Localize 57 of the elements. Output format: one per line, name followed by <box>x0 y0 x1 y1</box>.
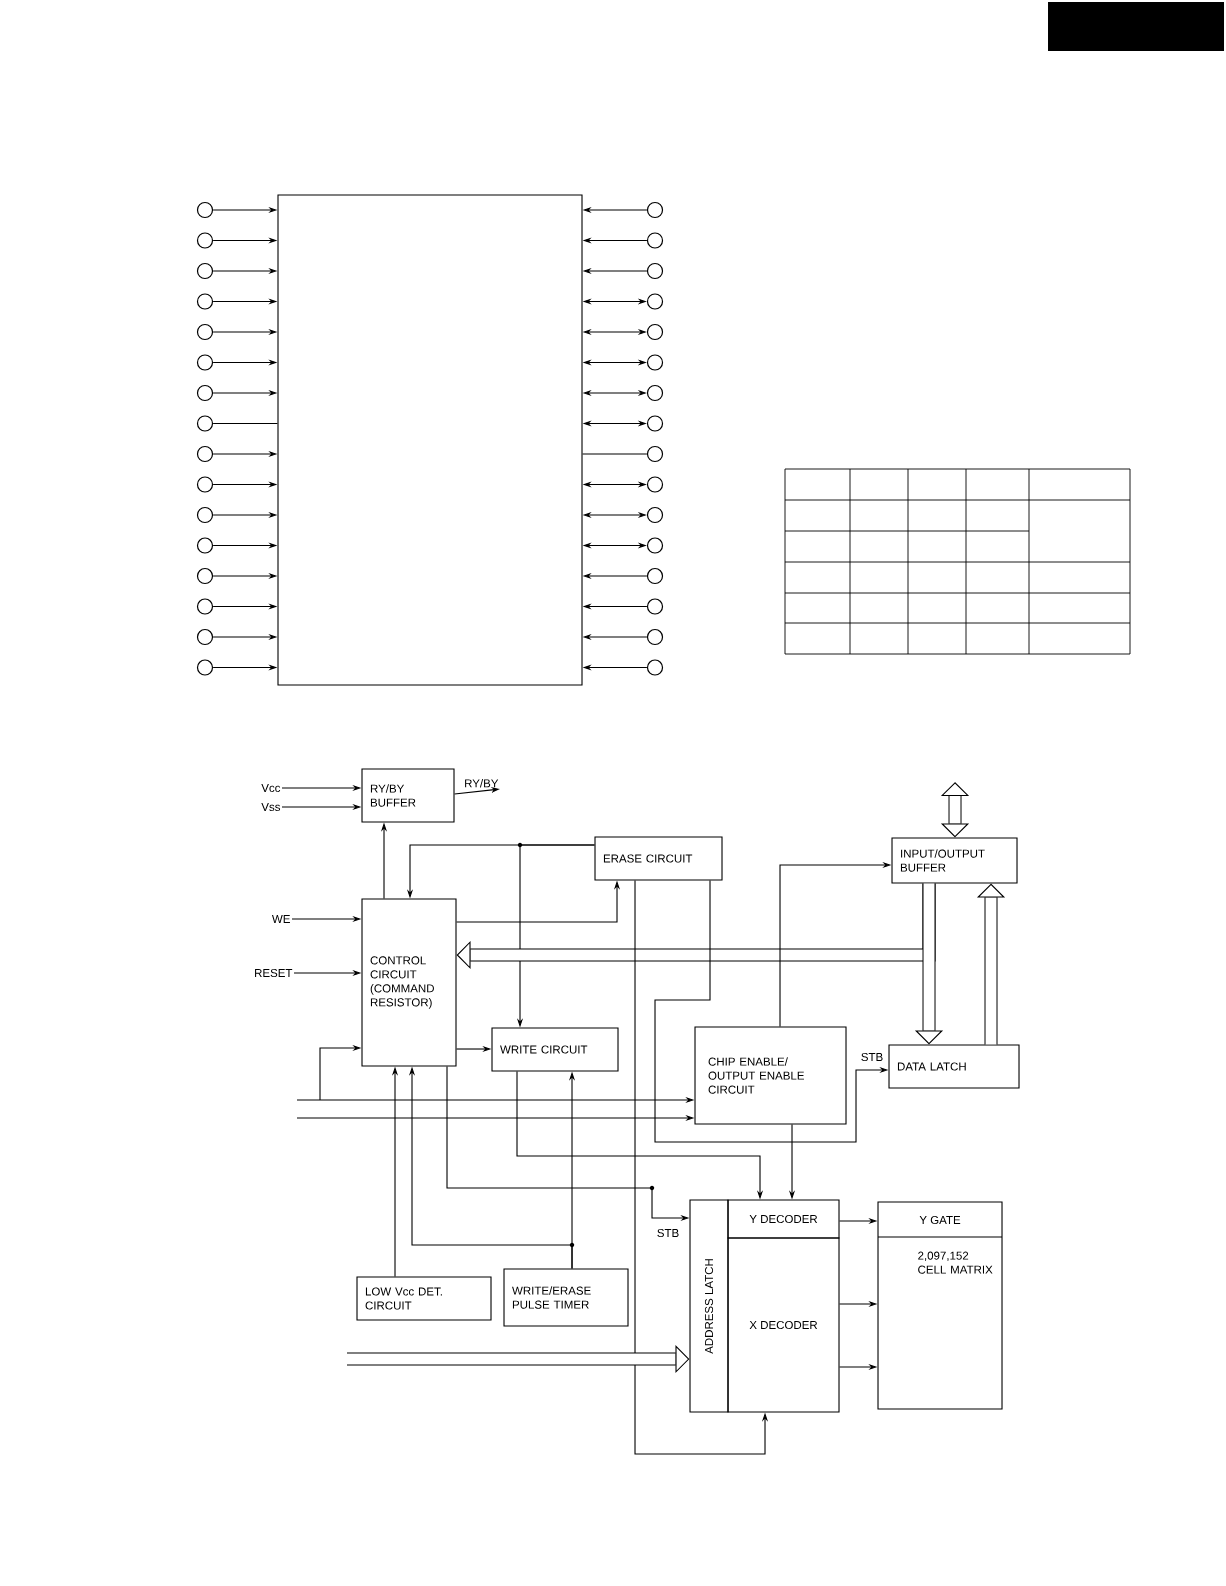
pin-circle <box>196 293 214 310</box>
bus-arrow <box>940 782 970 838</box>
circuit-box: CONTROL CIRCUIT (COMMAND RESISTOR) <box>361 898 457 1067</box>
pin-circle <box>196 567 214 585</box>
edge-label: STB <box>655 1227 681 1239</box>
signal-label: Vss <box>261 803 281 811</box>
latch-box: DATA LATCH <box>888 1044 1020 1089</box>
pin-circle <box>646 354 664 371</box>
latch-box: ADDRESS LATCH <box>689 1199 729 1413</box>
pin-circle <box>646 262 664 280</box>
signal-label: WE <box>272 915 290 923</box>
signal-label: RY/BY <box>465 779 499 788</box>
pin-circle <box>646 201 664 219</box>
decoder-box: Y DECODER <box>727 1199 840 1239</box>
pin-circle <box>646 445 664 463</box>
pin-circle <box>646 384 664 402</box>
signal-label: Vcc <box>261 784 281 792</box>
pin-circle <box>646 323 664 341</box>
pin-circle <box>196 232 214 249</box>
pin-circle <box>646 537 664 554</box>
pin-circle <box>196 445 214 463</box>
pin-circle <box>646 628 664 646</box>
pin-circle <box>196 415 214 432</box>
pin-circle <box>196 537 214 554</box>
pin-circle <box>196 354 214 371</box>
header-text: Y GATE <box>919 1215 961 1225</box>
pin-circle <box>196 628 214 646</box>
pin-circle <box>196 323 214 341</box>
timer-box: WRITE/ERASE PULSE TIMER <box>503 1268 629 1327</box>
chip-outline-box <box>277 194 583 686</box>
pin-circle <box>196 476 214 493</box>
pin-circle <box>646 293 664 310</box>
buffer-box: INPUT/OUTPUT BUFFER <box>891 837 1018 884</box>
pin-circle <box>646 506 664 524</box>
pin-circle <box>196 262 214 280</box>
pin-circle <box>196 506 214 524</box>
pin-circle <box>196 201 214 219</box>
connector-line <box>582 453 648 455</box>
pin-circle <box>196 659 214 676</box>
circuit-box: CHIP ENABLE/ OUTPUT ENABLE CIRCUIT <box>694 1026 847 1125</box>
decoder-box: X DECODER <box>727 1237 840 1413</box>
pin-circle <box>646 476 664 493</box>
pin-circle <box>646 567 664 585</box>
buffer-box: RY/BY BUFFER <box>361 768 455 823</box>
pin-circle <box>646 232 664 249</box>
circuit-box: WRITE CIRCUIT <box>491 1027 619 1072</box>
signal-label: RESET <box>255 968 293 978</box>
circuit-box: LOW Vcc DET. CIRCUIT <box>356 1276 492 1321</box>
edge-label: STB <box>859 1051 885 1063</box>
pin-circle <box>646 415 664 432</box>
pin-circle <box>646 659 664 676</box>
pin-circle <box>196 598 214 615</box>
pin-circle <box>646 598 664 615</box>
circuit-box: ERASE CIRCUIT <box>594 836 723 881</box>
pin-circle <box>196 384 214 402</box>
connector-line <box>212 422 278 425</box>
body-text: 2,097,152 CELL MATRIX <box>918 1251 993 1274</box>
